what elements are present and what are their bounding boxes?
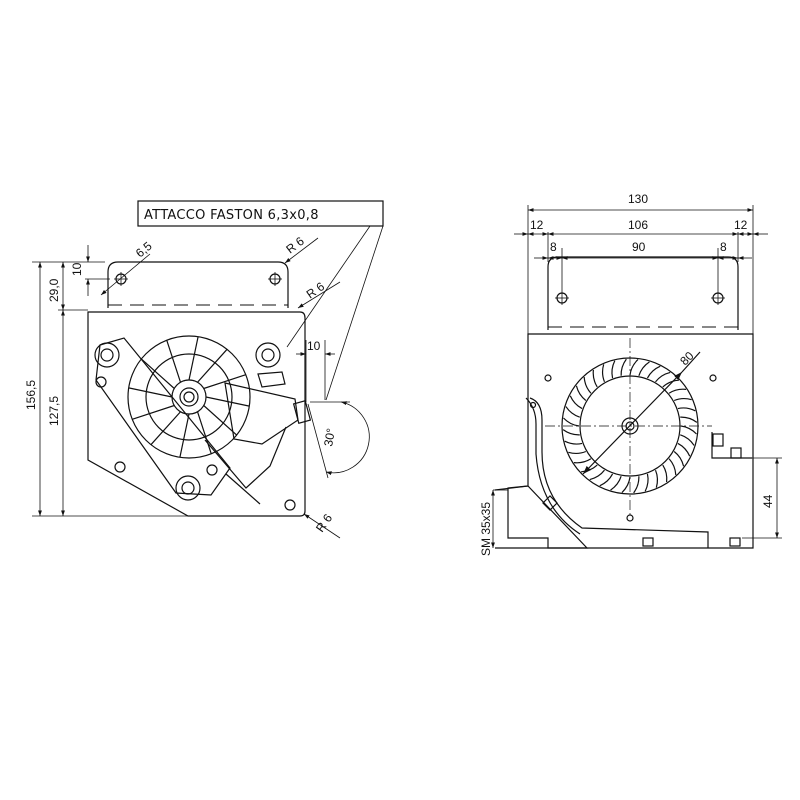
- impeller-blade: [575, 385, 587, 401]
- dim-hole-right: 8: [720, 240, 727, 254]
- side-plate: [87, 311, 306, 517]
- impeller-blade: [583, 377, 592, 394]
- fan-blade-line: [197, 348, 228, 383]
- impeller-blade: [677, 407, 696, 412]
- fan-blade-line: [188, 336, 199, 381]
- dim-overall-height: 156,5: [24, 380, 38, 410]
- impeller-blade: [644, 473, 649, 492]
- impeller-blade: [564, 440, 583, 445]
- impeller-blade: [673, 397, 692, 402]
- fan-blade-line: [128, 387, 173, 398]
- impeller-blade: [677, 442, 691, 457]
- dim-angle: 30°: [321, 427, 338, 447]
- dim-overall-width: 130: [628, 192, 648, 206]
- impeller-blade: [565, 406, 580, 418]
- impeller-blade: [680, 416, 698, 423]
- dim-radius-bottom: R 6: [313, 511, 335, 535]
- impeller-blade: [654, 469, 659, 488]
- dim-hole-span: 90: [632, 240, 646, 254]
- impeller-blade: [563, 417, 580, 427]
- impeller-blade: [638, 361, 650, 376]
- dim-body-height: 127,5: [47, 396, 61, 426]
- impeller-blade: [668, 388, 687, 394]
- housing-details: [525, 374, 752, 548]
- impeller: 80: [545, 338, 712, 515]
- fan-blade-line: [179, 413, 190, 458]
- impeller-blade: [680, 425, 697, 435]
- impeller-blade: [589, 469, 605, 481]
- fan-blade-line: [203, 405, 238, 436]
- blower-housing: [507, 333, 754, 549]
- right-vertical-dimensions: 44 SM 35x35: [479, 457, 782, 556]
- impeller-blade: [680, 434, 695, 446]
- dim-hole-diameter: 6,5: [133, 239, 155, 261]
- left-side-view: ATTACCO FASTON 6,3x0,8: [24, 200, 384, 539]
- dim-bracket-height: 29,0: [47, 278, 61, 302]
- dim-hole-left: 8: [550, 240, 557, 254]
- fan-blade-line: [203, 374, 246, 390]
- impeller-blade: [592, 369, 598, 388]
- right-front-view: 80 130: [479, 192, 782, 556]
- impeller-blade: [568, 450, 587, 455]
- dim-outlet-height: 44: [761, 494, 775, 508]
- outlet-plate: [494, 485, 589, 549]
- dim-hole-offset: 10: [70, 262, 84, 276]
- impeller-blade: [610, 476, 622, 491]
- dim-radius-mid: R 6: [304, 279, 328, 301]
- impeller-blade: [569, 395, 583, 410]
- fan-blade-line: [132, 404, 175, 420]
- impeller-blade: [655, 371, 671, 383]
- faston-callout: ATTACCO FASTON 6,3x0,8: [137, 200, 384, 401]
- callout-label: ATTACCO FASTON 6,3x0,8: [144, 208, 319, 223]
- impeller-blade: [562, 429, 580, 436]
- fan-blade-line: [140, 358, 175, 389]
- dim-terminal-width: 10: [307, 339, 321, 353]
- dim-margin-right: 12: [734, 218, 748, 232]
- impeller-blade: [668, 458, 677, 475]
- impeller-blade: [620, 358, 627, 376]
- motor-assembly: [94, 335, 312, 511]
- dim-radius-top: R 6: [283, 234, 307, 257]
- dim-margin-left: 12: [530, 218, 544, 232]
- left-vertical-dimensions: 156,5 127,5 29,0 10: [24, 245, 188, 517]
- impeller-blade: [599, 473, 614, 487]
- impeller-blade: [573, 458, 592, 464]
- impeller-blade: [601, 364, 606, 383]
- impeller-blade: [621, 476, 631, 493]
- fan-blade-line: [166, 340, 182, 383]
- right-horizontal-dimensions: 130 12 106 12 8 90 8: [514, 192, 768, 334]
- right-bracket: [547, 256, 739, 330]
- impeller-blade: [633, 476, 640, 494]
- dim-inner-width: 106: [628, 218, 648, 232]
- fan-blade-line: [150, 411, 181, 446]
- callout-box: [137, 200, 384, 227]
- dim-outlet-size: SM 35x35: [479, 502, 493, 556]
- impeller-blade: [629, 359, 639, 376]
- fan-blade-line: [196, 411, 212, 454]
- impeller-blade: [662, 464, 668, 483]
- impeller-blade: [646, 365, 661, 379]
- impeller-blade: [611, 360, 616, 379]
- mounting-bracket: [107, 261, 289, 308]
- impeller-blade: [673, 451, 685, 467]
- dim-impeller-diameter: 80: [677, 349, 697, 369]
